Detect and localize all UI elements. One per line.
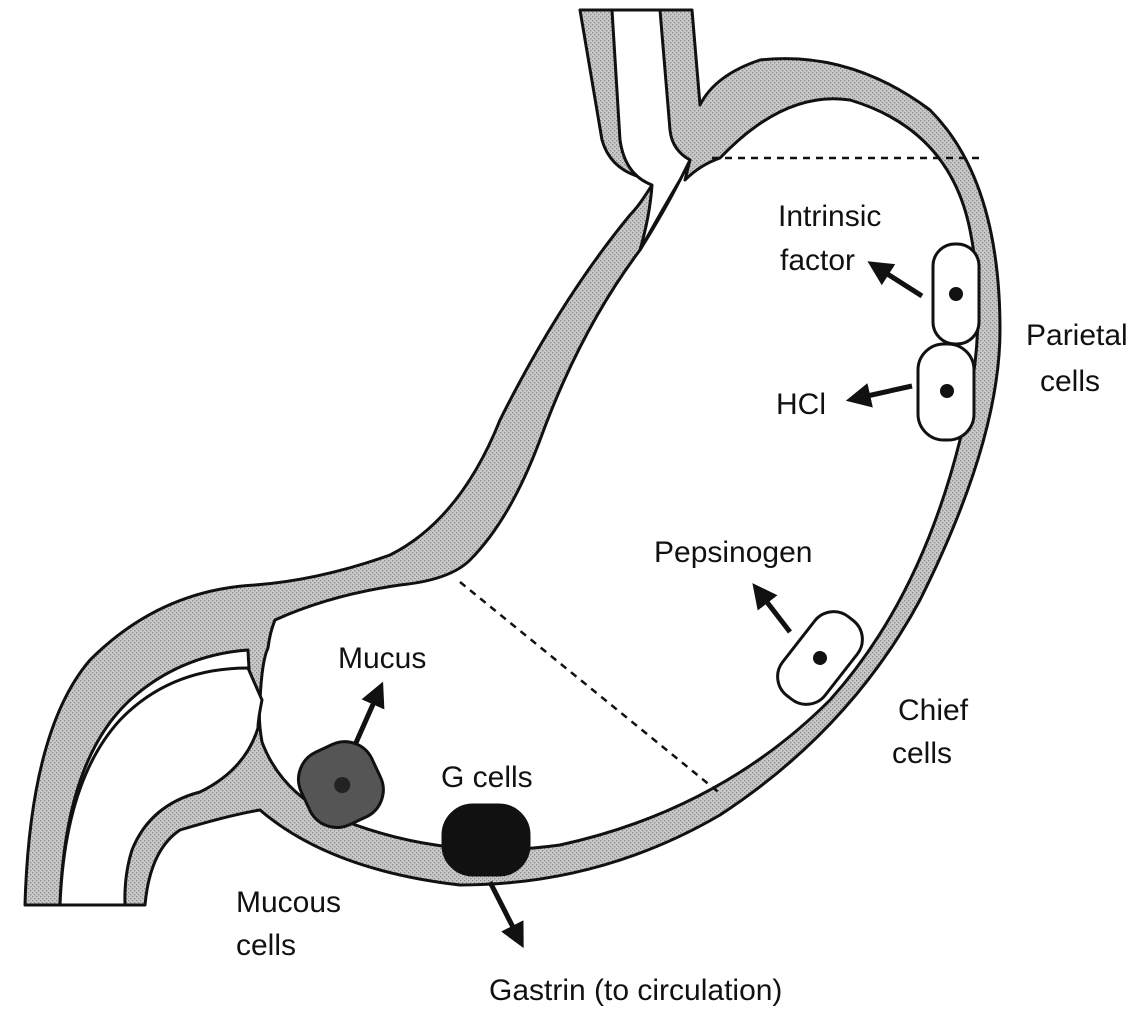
gastrin-label: Gastrin (to circulation) — [489, 974, 782, 1007]
intrinsic-factor-label: Intrinsic — [778, 200, 881, 233]
g-cells-label: G cells — [441, 761, 533, 794]
mucous-cells-label: cells — [236, 929, 296, 962]
nucleus-dot — [940, 384, 954, 398]
parietal-cells-label: cells — [1040, 365, 1100, 398]
chief-cells-label: Chief — [898, 694, 969, 727]
pepsinogen-label: Pepsinogen — [654, 536, 812, 569]
nucleus-dot — [949, 287, 963, 301]
mucous-cells-label: Mucous — [236, 886, 341, 919]
g-cell — [443, 805, 529, 875]
intrinsic-factor-label: factor — [780, 244, 855, 277]
parietal-cells-label: Parietal — [1026, 319, 1128, 352]
gastrin-arrow — [490, 882, 518, 937]
chief-cells-label: cells — [892, 737, 952, 770]
hcl-label: HCl — [776, 388, 826, 421]
mucus-label: Mucus — [338, 642, 426, 675]
